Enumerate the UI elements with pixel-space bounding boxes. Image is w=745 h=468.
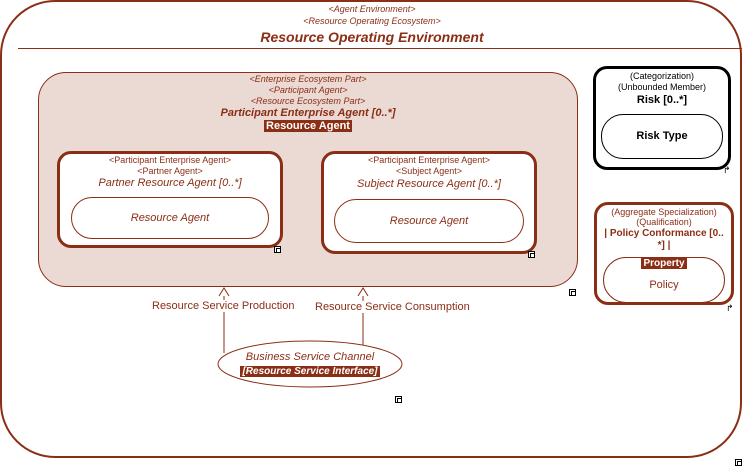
policy-stereotype-2: (Qualification): [636, 217, 692, 227]
partner-corner-icon: [274, 246, 281, 253]
policy-badge-wrap: Property: [603, 258, 725, 269]
partner-stereotype-1: <Participant Enterprise Agent>: [108, 155, 232, 165]
channel-corner-icon: [395, 396, 402, 403]
participant-stereotype-2: <Participant Agent>: [268, 85, 348, 95]
policy-stereotype-1: (Aggregate Specialization): [611, 207, 717, 217]
participant-title: Participant Enterprise Agent [0..*]: [220, 107, 396, 119]
risk-stereotype-1: (Categorization): [629, 71, 695, 81]
participant-badge: Resource Agent: [264, 120, 352, 132]
channel-title: Business Service Channel: [245, 351, 375, 363]
subject-corner-icon: [528, 251, 535, 258]
channel-badge-wrap: [Resource Service Interface]: [218, 366, 402, 377]
participant-stereotype-1: <Enterprise Ecosystem Part>: [249, 74, 367, 84]
consumption-label: Resource Service Consumption: [315, 301, 470, 313]
risk-expand-icon: ↱: [723, 165, 731, 175]
risk-type-element[interactable]: Risk Type: [601, 114, 723, 159]
subject-stereotype-2: <Subject Agent>: [395, 166, 463, 176]
environment-title: Resource Operating Environment: [260, 29, 484, 45]
partner-stereotype-2: <Partner Agent>: [137, 166, 203, 176]
channel-badge: [Resource Service Interface]: [240, 366, 380, 377]
participant-stereotype-3: <Resource Ecosystem Part>: [250, 96, 366, 106]
subject-inner-resource-agent[interactable]: Resource Agent: [334, 199, 524, 243]
subject-stereotype-1: <Participant Enterprise Agent>: [367, 155, 491, 165]
environment-corner-icon: [735, 459, 742, 466]
partner-inner-resource-agent[interactable]: Resource Agent: [71, 197, 269, 239]
partner-title: Partner Resource Agent [0..*]: [98, 177, 242, 189]
policy-title-line-2: *] |: [657, 240, 671, 251]
participant-badge-wrap: Resource Agent: [158, 120, 458, 132]
environment-divider: [18, 48, 742, 49]
risk-title: Risk [0..*]: [636, 94, 688, 106]
policy-title-line-1: | Policy Conformance [0..: [604, 228, 724, 239]
participant-corner-icon: [569, 289, 576, 296]
risk-stereotype-2: (Unbounded Member): [617, 82, 707, 92]
subject-title: Subject Resource Agent [0..*]: [357, 178, 501, 190]
environment-container[interactable]: [0, 0, 742, 458]
policy-expand-icon: ↱: [726, 303, 734, 313]
policy-label: Policy: [649, 279, 679, 291]
production-label: Resource Service Production: [152, 300, 295, 312]
environment-stereotype-2: <Resource Operating Ecosystem>: [303, 16, 441, 26]
policy-badge: Property: [641, 258, 687, 269]
environment-stereotype-1: <Agent Environment>: [328, 4, 416, 14]
